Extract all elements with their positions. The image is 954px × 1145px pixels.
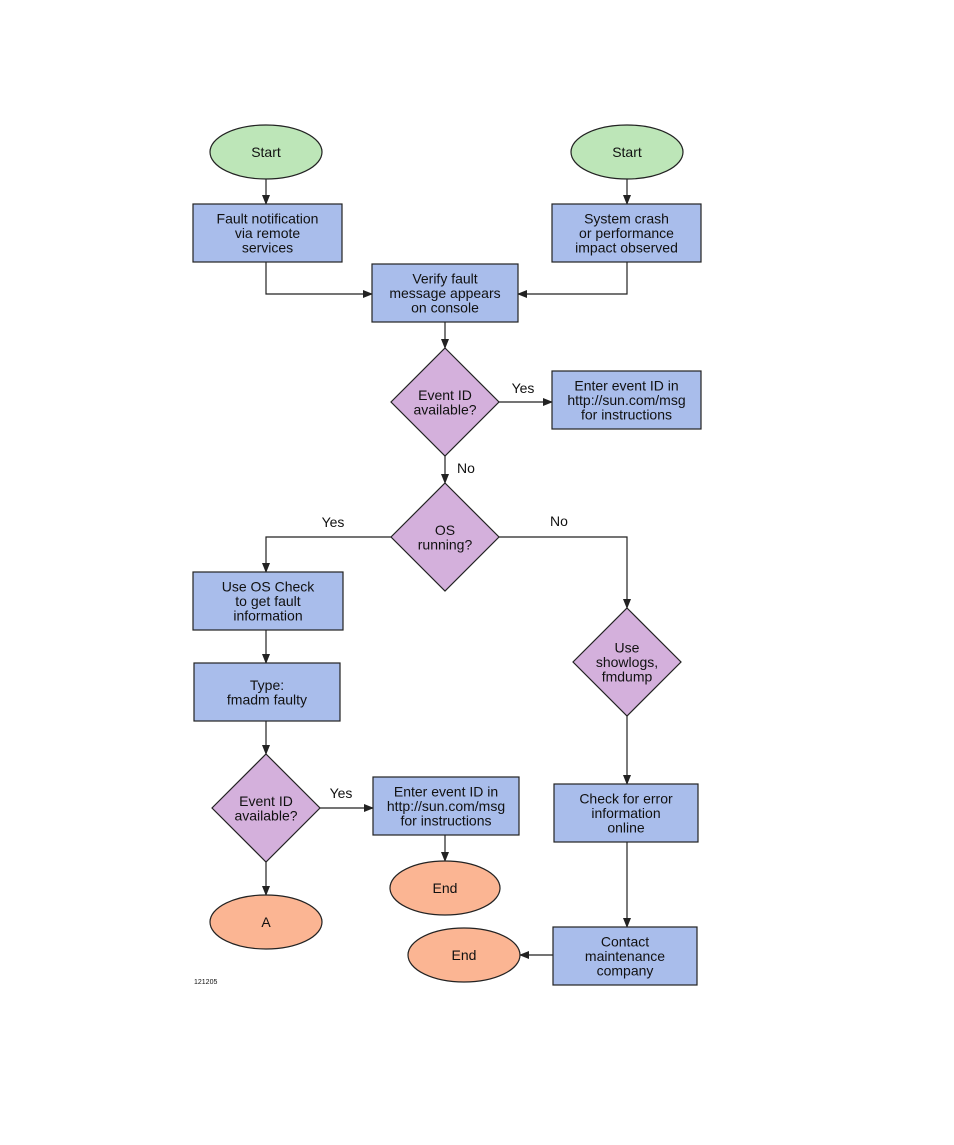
- node-label: Event ID: [239, 793, 293, 809]
- edge-label-yes: Yes: [330, 785, 353, 801]
- end-shape: [389, 860, 501, 916]
- node-label: company: [597, 963, 654, 979]
- node-label: for instructions: [581, 407, 672, 423]
- process-shape: [193, 662, 341, 722]
- node-label: maintenance: [585, 948, 665, 964]
- process-shape: [192, 571, 344, 631]
- start-shape: [209, 124, 323, 180]
- node-label: Contact: [601, 934, 649, 950]
- node-label: Use OS Check: [222, 579, 316, 595]
- process-shape: [371, 263, 519, 323]
- node-label: Event ID: [418, 387, 472, 403]
- node-label: on console: [411, 300, 479, 316]
- process-shape: [552, 926, 698, 986]
- node-label: impact observed: [575, 240, 678, 256]
- node-label: Type:: [250, 677, 284, 693]
- node-start-right: Start: [570, 124, 684, 180]
- node-label: information: [233, 608, 302, 624]
- node-label: Start: [251, 144, 281, 160]
- node-label: OS: [435, 522, 455, 538]
- node-label: Verify fault: [412, 271, 477, 287]
- node-label: showlogs,: [596, 654, 658, 670]
- node-label: Start: [612, 144, 642, 160]
- connector-arrow: [499, 536, 631, 609]
- connector-arrow: [517, 262, 628, 298]
- node-label: http://sun.com/msg: [387, 798, 505, 814]
- process-shape: [192, 203, 343, 263]
- connector-arrow: [265, 262, 373, 298]
- edge-label-no: No: [457, 460, 475, 476]
- edge-label-no: No: [550, 513, 568, 529]
- process-shape: [551, 203, 702, 263]
- node-label: Check for error: [579, 791, 673, 807]
- node-label: End: [433, 880, 458, 896]
- node-label: fmadm faulty: [227, 691, 307, 707]
- node-label: Enter event ID in: [574, 378, 678, 394]
- node-label: A: [261, 914, 271, 930]
- node-end-2: End: [407, 927, 521, 983]
- decision-shape: [390, 482, 500, 592]
- figure-id: 121205: [194, 979, 217, 986]
- node-label: Use: [615, 640, 640, 656]
- node-type-fmadm: Type:fmadm faulty: [193, 662, 341, 722]
- node-label: services: [242, 240, 293, 256]
- edge-label-yes: Yes: [512, 380, 535, 396]
- node-label: http://sun.com/msg: [567, 392, 685, 408]
- node-label: available?: [413, 401, 476, 417]
- node-label: Enter event ID in: [394, 784, 498, 800]
- node-label: End: [452, 947, 477, 963]
- process-shape: [551, 370, 702, 430]
- connector-arrow: [262, 536, 391, 573]
- node-label: for instructions: [400, 813, 491, 829]
- node-label: online: [607, 820, 645, 836]
- node-label: to get fault: [235, 593, 300, 609]
- node-end-1: End: [389, 860, 501, 916]
- node-label: available?: [234, 807, 297, 823]
- node-label: System crash: [584, 211, 669, 227]
- node-label: via remote: [235, 225, 301, 241]
- node-label: or performance: [579, 225, 674, 241]
- node-label: running?: [418, 536, 473, 552]
- start-shape: [570, 124, 684, 180]
- node-connector-a: A: [209, 894, 323, 950]
- end-shape: [209, 894, 323, 950]
- process-shape: [553, 783, 699, 843]
- edge-label-yes: Yes: [322, 514, 345, 530]
- node-label: fmdump: [602, 669, 653, 685]
- node-label: Fault notification: [217, 211, 319, 227]
- process-shape: [372, 776, 520, 836]
- decision-shape: [390, 347, 500, 457]
- node-start-left: Start: [209, 124, 323, 180]
- decision-shape: [211, 753, 321, 863]
- node-label: message appears: [389, 285, 500, 301]
- decision-shape: [572, 607, 682, 717]
- node-label: information: [591, 805, 660, 821]
- end-shape: [407, 927, 521, 983]
